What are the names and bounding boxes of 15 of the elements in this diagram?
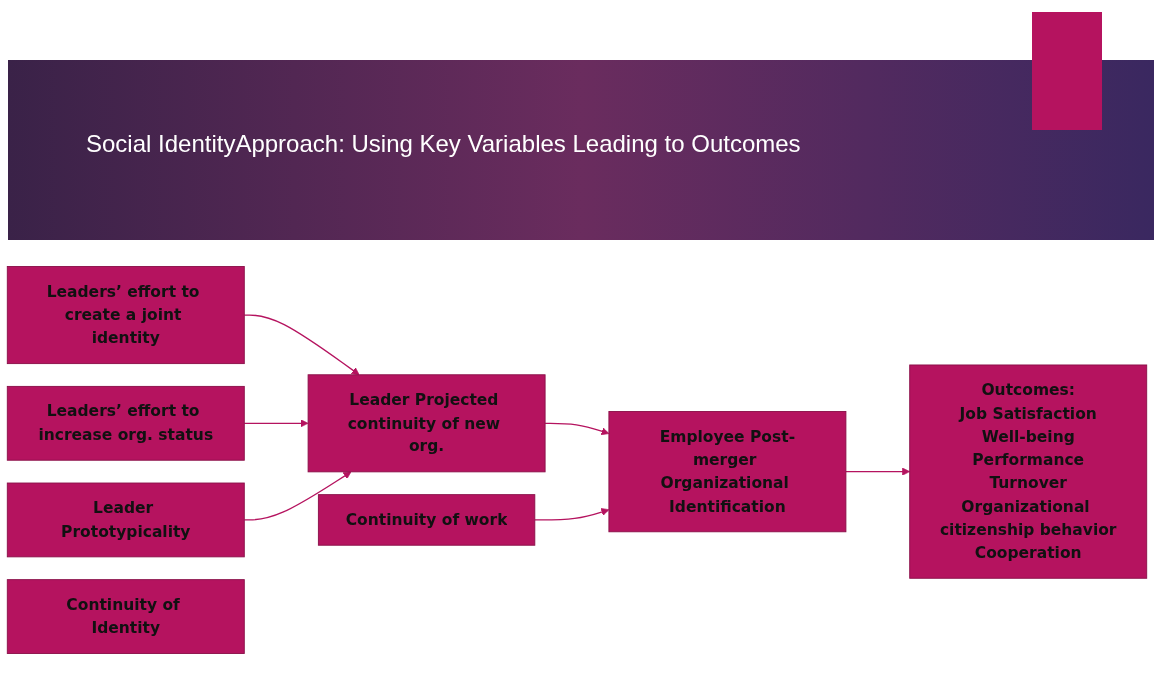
arrow [534, 508, 610, 521]
node-box: Outcomes: Job Satisfaction Well-being Performance Turnover Organizational citizenship behavior Cooperation [909, 364, 1148, 579]
arrow [243, 471, 352, 521]
node-box: Continuity of Identity [6, 579, 245, 654]
arrow [243, 419, 309, 428]
node-box: Leaders’ effort to create a joint identity [6, 266, 245, 365]
node-box: Leaders’ effort to increase org. status [6, 385, 245, 461]
arrow [544, 422, 610, 436]
arrow [845, 467, 911, 476]
node-box: Continuity of work [317, 494, 536, 546]
node-box: Employee Post-merger Organizational Identification [608, 411, 847, 533]
node-box: Leader Projected continuity of new org. [307, 374, 546, 473]
slide-title: Social IdentityApproach: Using Key Variables Leading to Outcomes [86, 130, 801, 158]
arrow [243, 314, 360, 376]
node-box: Leader Prototypicality [6, 482, 245, 558]
